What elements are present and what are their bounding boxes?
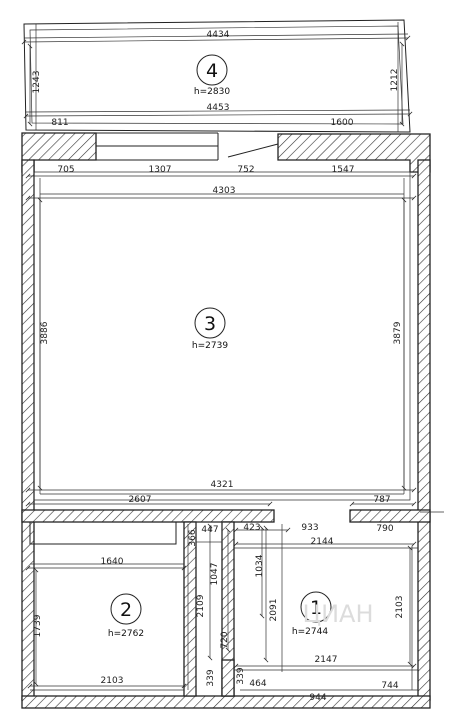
dim-label: 447: [201, 525, 218, 535]
dim-label: 1307: [149, 165, 172, 175]
dim-label: 1212: [390, 69, 400, 92]
dim-label: 4303: [213, 186, 236, 196]
dim-label: 2091: [269, 599, 279, 622]
dimension-labels: 4434 4453 1243 1212 811 1600 705 1307 75…: [32, 30, 405, 703]
window-opening: [96, 132, 279, 161]
dim-label: 933: [301, 523, 318, 533]
dim-label: 944: [309, 693, 326, 703]
dim-label: 1640: [101, 557, 124, 567]
dim-label: 787: [373, 495, 390, 505]
dim-label: 4321: [211, 480, 234, 490]
dim-label: 339: [236, 667, 246, 684]
dim-label: 752: [237, 165, 254, 175]
dimension-lines: [21, 35, 444, 689]
svg-text:3: 3: [204, 313, 216, 335]
dim-label: 790: [376, 524, 393, 534]
dim-label: 3886: [40, 321, 50, 344]
svg-text:h=2762: h=2762: [108, 629, 144, 639]
dim-label: 1739: [33, 614, 43, 637]
dim-label: 4434: [207, 30, 230, 40]
dim-label: 720: [220, 631, 230, 648]
svg-text:h=2744: h=2744: [292, 627, 328, 637]
watermark: ЦИАН: [302, 600, 373, 628]
dim-label: 1547: [332, 165, 355, 175]
dim-label: 2103: [101, 676, 124, 686]
dim-label: 366: [188, 529, 198, 546]
dim-label: 339: [206, 669, 216, 686]
dim-label: 464: [249, 679, 266, 689]
room-3-frame: [33, 171, 411, 501]
room-3-label: 3 h=2739: [192, 307, 228, 351]
dim-label: 4453: [207, 103, 230, 113]
dim-label: 2144: [311, 537, 334, 547]
dim-label: 2103: [395, 596, 405, 619]
closet-block: [29, 521, 177, 545]
room-2-frame: [30, 524, 189, 691]
room-1-label: 1 h=2744: [292, 591, 332, 637]
dim-label: 2109: [196, 594, 206, 617]
room-2-label: 2 h=2762: [108, 593, 144, 639]
dim-label: 2607: [129, 495, 152, 505]
svg-text:1: 1: [310, 597, 322, 619]
svg-text:4: 4: [206, 60, 218, 82]
dim-label: 423: [243, 523, 260, 533]
svg-text:2: 2: [120, 599, 132, 621]
dim-label: 1243: [32, 71, 42, 94]
dim-label: 1047: [210, 563, 220, 586]
dim-label: 705: [57, 165, 74, 175]
dim-label: 744: [381, 681, 398, 691]
dim-label: 811: [51, 118, 68, 128]
dim-label: 1600: [331, 118, 354, 128]
svg-text:h=2739: h=2739: [192, 341, 228, 351]
walls: [21, 132, 431, 709]
dim-label: 2147: [315, 655, 338, 665]
dim-label: 3879: [393, 321, 403, 344]
svg-text:h=2830: h=2830: [194, 87, 230, 97]
dim-label: 1034: [255, 554, 265, 577]
room-4-label: 4 h=2830: [194, 54, 230, 97]
